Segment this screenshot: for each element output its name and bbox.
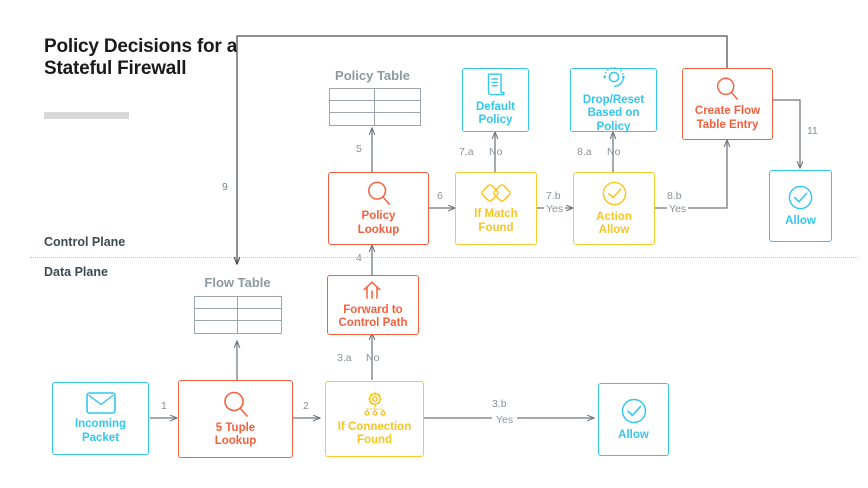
magnifier-icon [366,180,392,206]
edge-label-5-num: 5 [356,143,362,155]
envelope-icon [85,392,116,414]
edge-label-7a-num: 7.a [459,146,474,158]
node-label: Allow [618,428,649,441]
policy-table [329,88,421,126]
table-cell [238,309,281,321]
edge-label-3b-ans: Yes [492,414,518,426]
plane-divider [30,257,858,258]
edge-label-3a-ans: No [366,352,380,364]
forward-arrows-icon [362,280,384,300]
edge-label-4-num: 4 [356,252,362,264]
edge-label-11-num: 11 [807,125,818,137]
node-allow-control-plane[interactable]: Allow [769,170,832,242]
check-circle-icon [787,184,814,211]
node-allow-data-plane[interactable]: Allow [598,383,669,456]
edge-label-7b-num: 7.b [546,190,561,202]
edge-label-2-num: 2 [303,400,309,412]
table-cell [238,297,281,309]
node-drop-reset-based-on-policy[interactable]: Drop/Reset Based on Policy [570,66,657,133]
edge-label-8a-ans: No [607,146,621,158]
edge-label-7a-ans: No [489,146,503,158]
edge-label-6-num: 6 [437,190,443,202]
flow-table-title: Flow Table [204,275,271,290]
table-cell [330,113,375,125]
data-plane-label: Data Plane [44,265,108,279]
table-cell [195,321,238,333]
node-label: Action Allow [596,210,632,237]
node-label: Policy Lookup [357,210,400,236]
magnifier-icon [715,76,740,101]
node-if-match-found[interactable]: If Match Found [455,172,537,245]
node-label: Create Flow Table Entry [694,105,761,131]
title-underline [44,112,129,119]
table-cell [330,89,375,101]
table-cell [195,309,238,321]
node-label: Default Policy [476,100,515,127]
policy-table-title: Policy Table [335,68,410,83]
node-label: Forward to Control Path [338,303,408,330]
node-policy-lookup[interactable]: Policy Lookup [328,172,429,245]
table-cell [195,297,238,309]
page-title: Policy Decisions for a Stateful Firewall [44,36,238,79]
edge-label-8a-num: 8.a [577,146,592,158]
table-cell [375,101,420,113]
table-cell [375,113,420,125]
check-circle-icon [601,180,628,207]
node-label: Allow [785,214,816,227]
node-5-tuple-lookup[interactable]: 5 Tuple Lookup [178,380,293,458]
magnifier-icon [222,390,250,418]
node-incoming-packet[interactable]: Incoming Packet [52,382,149,455]
node-forward-to-control-path[interactable]: Forward to Control Path [327,275,419,335]
control-plane-label: Control Plane [44,235,126,249]
table-cell [375,89,420,101]
table-cell [238,321,281,333]
node-label: If Connection Found [337,420,412,447]
overlapping-diamonds-icon [479,182,513,204]
edge-label-9-num: 9 [222,181,228,193]
check-circle-icon [620,397,648,425]
node-default-policy[interactable]: Default Policy [462,68,529,132]
table-cell [330,101,375,113]
node-create-flow-table-entry[interactable]: Create Flow Table Entry [682,68,773,140]
edge-label-3a-num: 3.a [337,352,352,364]
edge-label-7b-ans: Yes [544,203,566,215]
node-label: If Match Found [474,208,518,234]
node-label: Drop/Reset Based on Policy [582,93,645,133]
document-icon [485,73,507,97]
node-action-allow[interactable]: Action Allow [573,172,655,245]
edge-label-8b-ans: Yes [667,203,689,215]
gear-network-icon [360,391,390,417]
edge-label-8b-num: 8.b [667,190,682,202]
target-dots-icon [601,66,627,90]
node-if-connection-found[interactable]: If Connection Found [325,381,424,457]
node-label: 5 Tuple Lookup [214,421,257,448]
edge-label-1-num: 1 [161,400,167,412]
flow-table [194,296,282,334]
node-label: Incoming Packet [74,418,127,444]
edge-label-3b-num: 3.b [492,398,507,410]
